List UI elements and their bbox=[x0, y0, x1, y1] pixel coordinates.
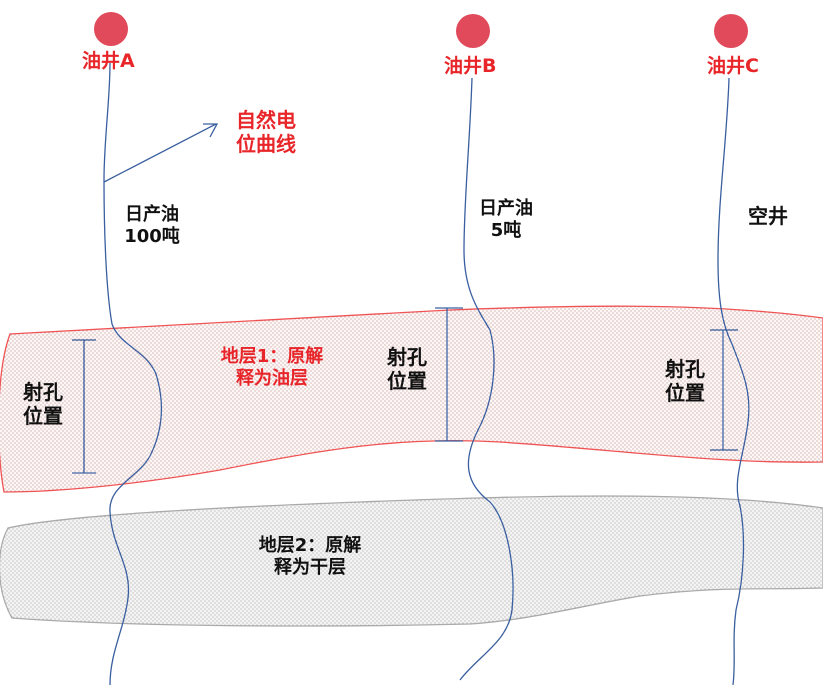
layer2-band bbox=[0, 495, 823, 627]
perforation-label-c-line2: 位置 bbox=[665, 381, 705, 406]
perforation-label-a-line1: 射孔 bbox=[23, 380, 63, 404]
well-a-label: 油井A bbox=[82, 50, 135, 72]
layer2-label: 地层2：原解 释为干层 bbox=[240, 535, 380, 579]
well-b-production-label: 日产油 bbox=[479, 198, 533, 219]
curve-annotation-arrow bbox=[103, 123, 219, 183]
well-a-production-value: 100吨 bbox=[124, 225, 180, 247]
perforation-label-a: 射孔 位置 bbox=[14, 380, 72, 429]
well-b-marker bbox=[456, 14, 490, 48]
sp-curve-well-a bbox=[103, 62, 163, 685]
perforation-label-c-line1: 射孔 bbox=[665, 357, 705, 381]
perforation-label-a-line2: 位置 bbox=[23, 404, 63, 429]
layer1-label-line2: 释为油层 bbox=[236, 367, 308, 389]
well-b-production-value: 5吨 bbox=[490, 219, 522, 241]
perforation-label-b-line2: 位置 bbox=[387, 369, 427, 394]
well-a-production-label: 日产油 bbox=[125, 204, 179, 225]
perforation-label-c: 射孔 位置 bbox=[656, 357, 714, 406]
sp-curve-well-c bbox=[717, 77, 750, 685]
well-a-marker bbox=[94, 12, 128, 46]
perforation-marker-a bbox=[72, 339, 96, 474]
layer1-band bbox=[0, 305, 823, 493]
well-b-label: 油井B bbox=[444, 55, 497, 77]
sp-curve-well-b bbox=[459, 77, 514, 681]
curve-annotation-line2: 位曲线 bbox=[236, 132, 296, 157]
well-b-production: 日产油 5吨 bbox=[470, 198, 542, 242]
perforation-marker-c bbox=[710, 329, 738, 451]
curve-annotation-line1: 自然电 bbox=[236, 108, 296, 132]
perforation-label-b: 射孔 位置 bbox=[378, 345, 436, 394]
well-c-status: 空井 bbox=[748, 204, 788, 228]
well-a-production: 日产油 100吨 bbox=[116, 204, 188, 248]
layer2-label-line1: 地层2：原解 bbox=[258, 535, 362, 556]
layer2-label-line2: 释为干层 bbox=[274, 556, 346, 578]
layer1-label-line1: 地层1：原解 bbox=[220, 346, 324, 367]
well-c-label: 油井C bbox=[707, 55, 759, 77]
layer1-label: 地层1：原解 释为油层 bbox=[202, 346, 342, 390]
curve-annotation-label: 自然电 位曲线 bbox=[236, 108, 296, 157]
well-c-marker bbox=[714, 14, 748, 48]
perforation-marker-b bbox=[435, 307, 463, 442]
perforation-label-b-line1: 射孔 bbox=[387, 345, 427, 369]
